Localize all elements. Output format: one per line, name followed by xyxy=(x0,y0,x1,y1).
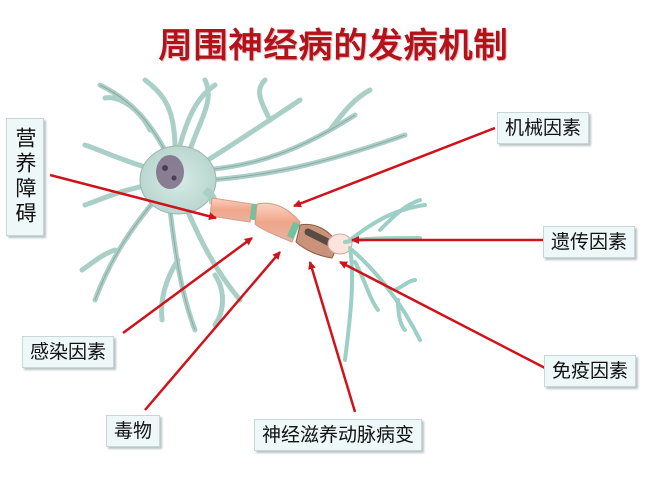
arrows xyxy=(49,126,546,413)
nucleus xyxy=(156,155,184,189)
arrow-toxin xyxy=(144,251,281,411)
page-title: 周围神经病的发病机制 xyxy=(158,26,509,66)
arrow-immune xyxy=(339,260,546,370)
label-toxin: 毒物 xyxy=(106,415,161,447)
myelin-sheath xyxy=(209,197,353,259)
label-vasa-nervorum-disease: 神经滋养动脉病变 xyxy=(254,419,423,451)
label-nutrition-disorder: 营养障碍 xyxy=(6,118,44,236)
label-immune-factor: 免疫因素 xyxy=(544,355,637,387)
arrow-mechanical xyxy=(293,126,496,208)
arrow-infection xyxy=(122,236,253,335)
label-genetic-factor: 遗传因素 xyxy=(543,226,636,258)
label-infection-factor: 感染因素 xyxy=(22,336,115,368)
label-mechanical-factor: 机械因素 xyxy=(497,112,590,144)
arrow-vascular xyxy=(308,261,357,413)
arrow-nutrition xyxy=(49,173,217,221)
axon-terminals xyxy=(343,198,427,362)
